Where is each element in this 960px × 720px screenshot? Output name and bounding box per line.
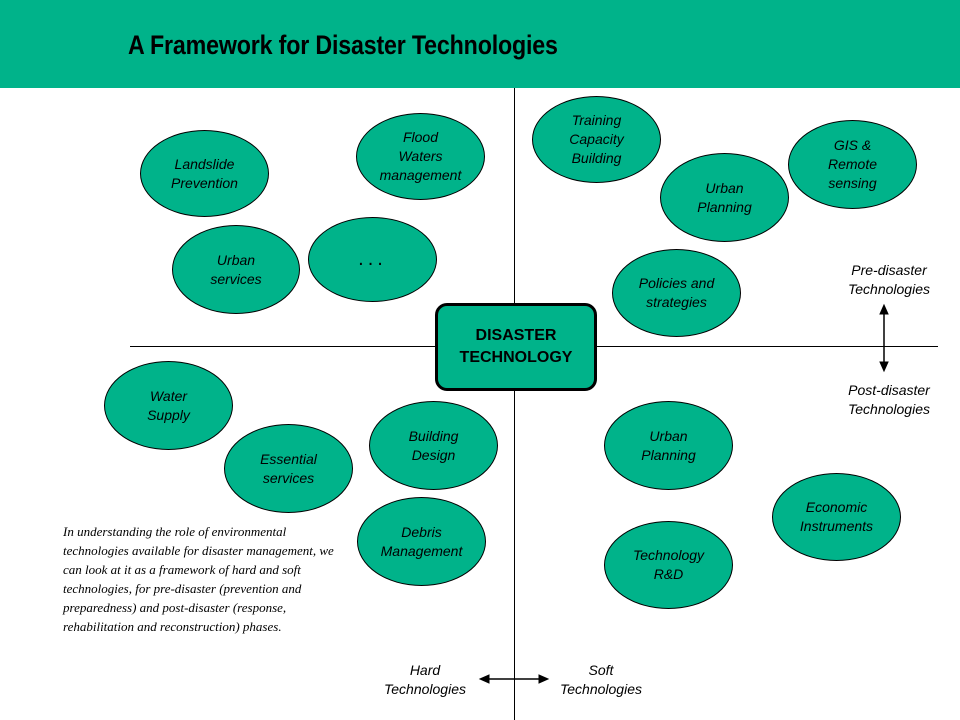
bubble-essential-services: Essential services xyxy=(224,424,353,513)
vertical-double-arrow xyxy=(879,303,889,373)
bubble-training-capacity-building: Training Capacity Building xyxy=(532,96,661,183)
bubble-flood-waters-management: Flood Waters management xyxy=(356,113,485,200)
bubble-urban-planning-pre: Urban Planning xyxy=(660,153,789,242)
explanatory-note: In understanding the role of environment… xyxy=(63,524,334,634)
bubble-landslide-prevention: Landslide Prevention xyxy=(140,130,269,217)
bubble-building-design: Building Design xyxy=(369,401,498,490)
bubble-economic-instruments: Economic Instruments xyxy=(772,473,901,561)
vertical-axis xyxy=(514,88,515,720)
bubble-debris-management: Debris Management xyxy=(357,497,486,586)
bubble-policies-strategies: Policies and strategies xyxy=(612,249,741,337)
center-disaster-technology: DISASTER TECHNOLOGY xyxy=(435,303,597,391)
label-post-disaster: Post-disaster Technologies xyxy=(848,382,930,417)
bubble-gis-remote-sensing: GIS & Remote sensing xyxy=(788,120,917,209)
bubble-ellipsis: ... xyxy=(308,217,437,302)
label-soft-technologies: Soft Technologies xyxy=(560,662,642,697)
bubble-urban-services: Urban services xyxy=(172,225,300,314)
bubble-urban-planning-post: Urban Planning xyxy=(604,401,733,490)
label-hard-technologies: Hard Technologies xyxy=(384,662,466,697)
horizontal-double-arrow xyxy=(478,674,550,684)
label-pre-disaster: Pre-disaster Technologies xyxy=(848,262,930,297)
title-bar xyxy=(0,0,960,88)
bubble-technology-rd: Technology R&D xyxy=(604,521,733,609)
bubble-water-supply: Water Supply xyxy=(104,361,233,450)
page-title: A Framework for Disaster Technologies xyxy=(128,30,558,60)
